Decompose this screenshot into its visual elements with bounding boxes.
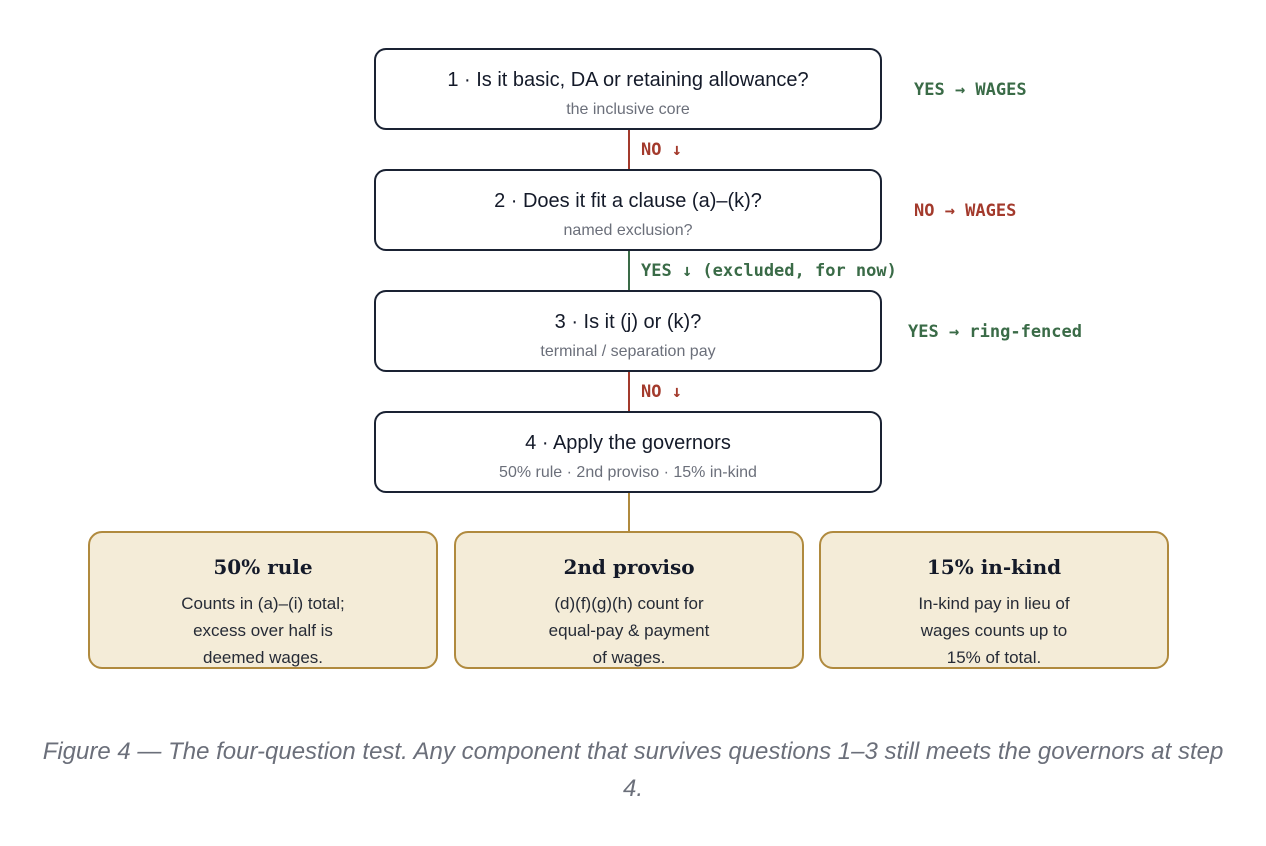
question-subtitle: terminal / separation pay xyxy=(540,343,716,360)
branch-q3-yes: YES → ring-fenced xyxy=(908,322,1082,342)
question-subtitle: the inclusive core xyxy=(566,101,690,118)
question-subtitle: 50% rule · 2nd proviso · 15% in-kind xyxy=(499,464,757,481)
governor-description: Counts in (a)–(i) total; excess over hal… xyxy=(90,590,436,671)
question-title: 2 · Does it fit a clause (a)–(k)? xyxy=(494,190,762,212)
governor-description-line: of wages. xyxy=(592,648,666,667)
question-box-4: 4 · Apply the governors 50% rule · 2nd p… xyxy=(374,411,882,493)
governor-description-line: deemed wages. xyxy=(202,648,324,667)
question-box-3: 3 · Is it (j) or (k)? terminal / separat… xyxy=(374,290,882,372)
governor-title: 50% rule xyxy=(213,555,313,579)
governor-description-line: Counts in (a)–(i) total; xyxy=(181,594,345,613)
governor-description-line: wages counts up to xyxy=(920,621,1068,640)
question-box-2: 2 · Does it fit a clause (a)–(k)? named … xyxy=(374,169,882,251)
branch-q1-yes: YES → WAGES xyxy=(914,80,1027,100)
connector-yes-2 xyxy=(628,251,630,290)
governor-description-line: In-kind pay in lieu of xyxy=(918,594,1070,613)
governor-description-line: (d)(f)(g)(h) count for xyxy=(554,594,704,613)
connector-governors xyxy=(628,493,630,531)
branch-q2-yes: YES ↓ (excluded, for now) xyxy=(641,261,897,281)
governor-title: 2nd proviso xyxy=(563,555,695,579)
governor-description-line: equal-pay & payment xyxy=(548,621,710,640)
branch-q1-no: NO ↓ xyxy=(641,140,682,160)
governor-box-15-percent-in-kind: 15% in-kind In-kind pay in lieu of wages… xyxy=(819,531,1169,669)
governor-description-line: 15% of total. xyxy=(946,648,1042,667)
branch-q3-no: NO ↓ xyxy=(641,382,682,402)
question-title: 1 · Is it basic, DA or retaining allowan… xyxy=(447,69,809,91)
governor-box-2nd-proviso: 2nd proviso (d)(f)(g)(h) count for equal… xyxy=(454,531,804,669)
question-title: 4 · Apply the governors xyxy=(525,432,731,454)
governor-description: (d)(f)(g)(h) count for equal-pay & payme… xyxy=(456,590,802,671)
governor-description: In-kind pay in lieu of wages counts up t… xyxy=(821,590,1167,671)
question-box-1: 1 · Is it basic, DA or retaining allowan… xyxy=(374,48,882,130)
connector-no-3 xyxy=(628,372,630,411)
governor-box-50-percent-rule: 50% rule Counts in (a)–(i) total; excess… xyxy=(88,531,438,669)
governor-description-line: excess over half is xyxy=(193,621,333,640)
branch-q2-no: NO → WAGES xyxy=(914,201,1017,221)
question-title: 3 · Is it (j) or (k)? xyxy=(554,311,702,333)
question-subtitle: named exclusion? xyxy=(563,222,693,239)
governor-title: 15% in-kind xyxy=(926,555,1062,579)
connector-no-1 xyxy=(628,130,630,169)
figure-caption: Figure 4 — The four-question test. Any c… xyxy=(42,738,1224,802)
